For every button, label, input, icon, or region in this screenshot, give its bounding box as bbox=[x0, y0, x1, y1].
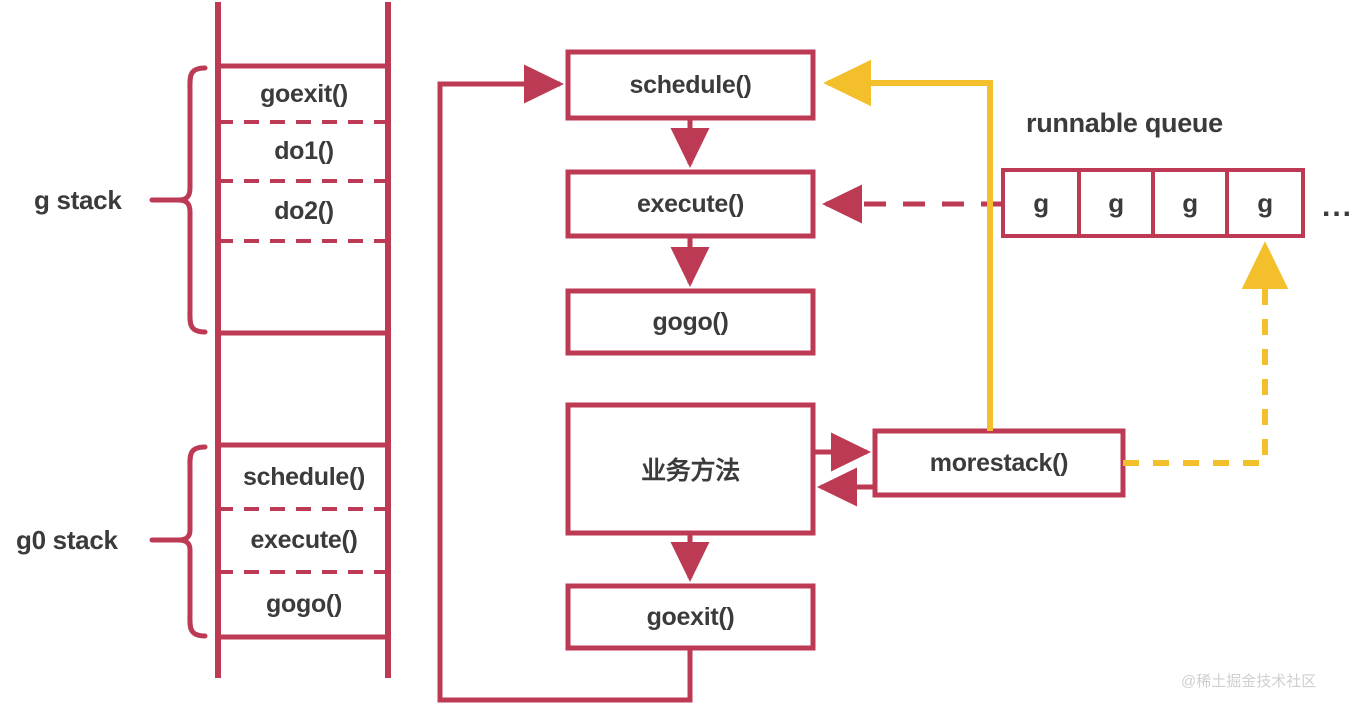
queue-cell-3[interactable]: g bbox=[1227, 170, 1303, 236]
business-method-box[interactable]: 业务方法 bbox=[568, 405, 813, 533]
gogo-box[interactable]: gogo() bbox=[568, 291, 813, 353]
g-stack-frame-do1-label: do1() bbox=[274, 137, 334, 165]
execute-box-label: execute() bbox=[636, 189, 745, 218]
flow-arrows-red bbox=[437, 64, 875, 703]
g-stack-brace bbox=[149, 65, 208, 335]
execute-box[interactable]: execute() bbox=[568, 172, 813, 236]
queue-cell-1[interactable]: g bbox=[1079, 170, 1153, 236]
arrow-goexit-loop-to-schedule bbox=[437, 64, 693, 703]
g0-stack-frame-lines bbox=[218, 442, 390, 640]
morestack-box-label: morestack() bbox=[929, 448, 1069, 477]
business-box-rect bbox=[565, 402, 816, 536]
goexit-box-label: goexit() bbox=[646, 602, 735, 631]
morestack-box-rect bbox=[872, 428, 1126, 498]
queue-cell-3-label: g bbox=[1257, 187, 1273, 218]
gogo-box-rect bbox=[565, 288, 816, 356]
queue-overflow-ellipsis: ... bbox=[1322, 190, 1354, 223]
queue-cell-2-label: g bbox=[1182, 187, 1198, 218]
morestack-box[interactable]: morestack() bbox=[875, 431, 1123, 495]
queue-cell-0[interactable]: g bbox=[1003, 170, 1079, 236]
g0-stack-frame-gogo-label: gogo() bbox=[266, 590, 342, 618]
goexit-box[interactable]: goexit() bbox=[568, 586, 813, 648]
runnable-queue-cells bbox=[1001, 168, 1305, 238]
execute-box-rect bbox=[565, 169, 816, 239]
watermark: @稀土掘金技术社区 bbox=[1181, 673, 1317, 690]
g0-stack-title: g0 stack bbox=[16, 525, 118, 555]
schedule-box[interactable]: schedule() bbox=[568, 52, 813, 118]
g0-stack-brace bbox=[149, 444, 208, 639]
queue-cell-0-label: g bbox=[1033, 187, 1049, 218]
gogo-box-label: gogo() bbox=[652, 307, 729, 336]
stack-rails bbox=[215, 2, 391, 678]
g0-stack-frame-gogo: gogo() bbox=[218, 572, 390, 637]
g-stack-frame-do1: do1() bbox=[218, 122, 390, 181]
g-stack-frame-goexit: goexit() bbox=[218, 66, 390, 122]
schedule-box-rect bbox=[565, 49, 816, 121]
schedule-box-label: schedule() bbox=[629, 70, 752, 99]
g0-stack-frame-execute-label: execute() bbox=[250, 526, 358, 554]
g-stack-frame-goexit-label: goexit() bbox=[260, 79, 348, 108]
flow-box-outlines bbox=[565, 49, 1126, 651]
g0-stack-frame-schedule: schedule() bbox=[218, 445, 390, 509]
g-stack-title: g stack bbox=[34, 185, 122, 215]
g-stack-frame-empty bbox=[218, 241, 390, 333]
arrow-morestack-to-schedule bbox=[823, 59, 993, 431]
g-stack-frame-lines bbox=[218, 63, 390, 336]
arrow-morestack-to-queue bbox=[1123, 241, 1289, 466]
business-method-box-label: 业务方法 bbox=[641, 457, 740, 485]
queue-cell-1-label: g bbox=[1108, 187, 1124, 218]
g-stack-frame-do2: do2() bbox=[218, 181, 390, 241]
g0-stack-frame-schedule-label: schedule() bbox=[242, 462, 366, 491]
runnable-queue-title: runnable queue bbox=[1026, 108, 1223, 138]
g-stack-frame-do2-label: do2() bbox=[274, 196, 334, 225]
g0-stack-frame-execute: execute() bbox=[218, 509, 390, 572]
queue-cell-2[interactable]: g bbox=[1153, 170, 1227, 236]
